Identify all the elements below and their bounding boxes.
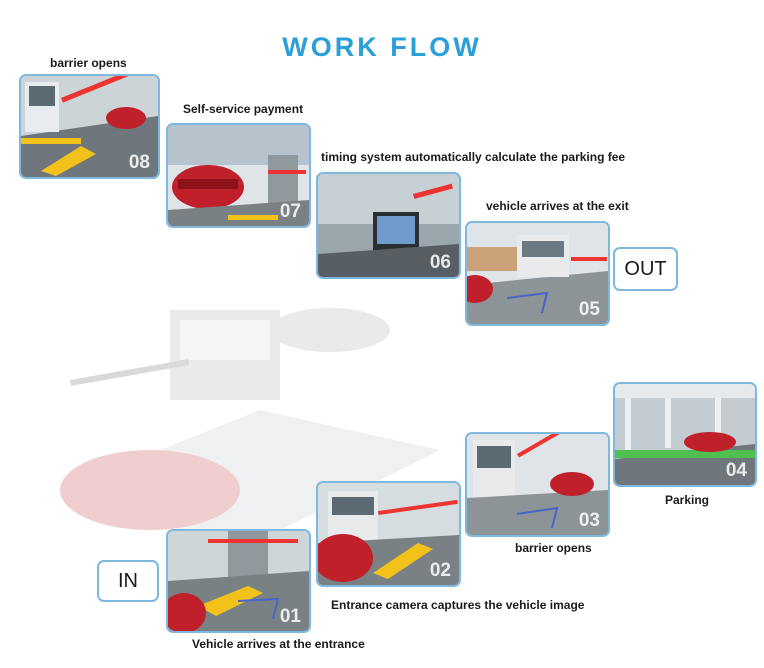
background-illustration bbox=[60, 308, 440, 550]
page-title: WORK FLOW bbox=[282, 32, 482, 62]
step-07-caption: Self-service payment bbox=[183, 102, 304, 116]
out-label: OUT bbox=[613, 247, 678, 291]
step-02-image: 02 bbox=[316, 481, 461, 587]
step-number: 01 bbox=[279, 606, 301, 627]
step-number: 02 bbox=[429, 560, 451, 581]
step-number: 03 bbox=[578, 510, 600, 531]
step-02-caption: Entrance camera captures the vehicle ima… bbox=[331, 598, 585, 612]
step-number: 04 bbox=[725, 460, 747, 481]
step-08-caption: barrier opens bbox=[50, 56, 127, 70]
step-number: 05 bbox=[578, 299, 600, 320]
step-05-caption: vehicle arrives at the exit bbox=[486, 199, 629, 213]
step-04-image: 04 bbox=[613, 382, 757, 487]
step-07-image: 07 bbox=[166, 123, 311, 228]
step-03-image: 03 bbox=[465, 432, 610, 537]
step-number: 07 bbox=[279, 201, 301, 222]
step-number: 06 bbox=[429, 252, 451, 273]
step-number: 08 bbox=[128, 152, 150, 173]
step-05-image: 05 bbox=[465, 221, 610, 326]
step-03-caption: barrier opens bbox=[515, 541, 592, 555]
step-08-image: 08 bbox=[19, 74, 160, 179]
step-04-caption: Parking bbox=[665, 493, 710, 507]
step-01-image: 01 bbox=[166, 529, 311, 633]
step-06-caption: timing system automatically calculate th… bbox=[321, 150, 626, 164]
step-01-caption: Vehicle arrives at the entrance bbox=[192, 637, 365, 651]
step-06-image: 06 bbox=[316, 172, 461, 279]
in-label: IN bbox=[97, 560, 159, 602]
